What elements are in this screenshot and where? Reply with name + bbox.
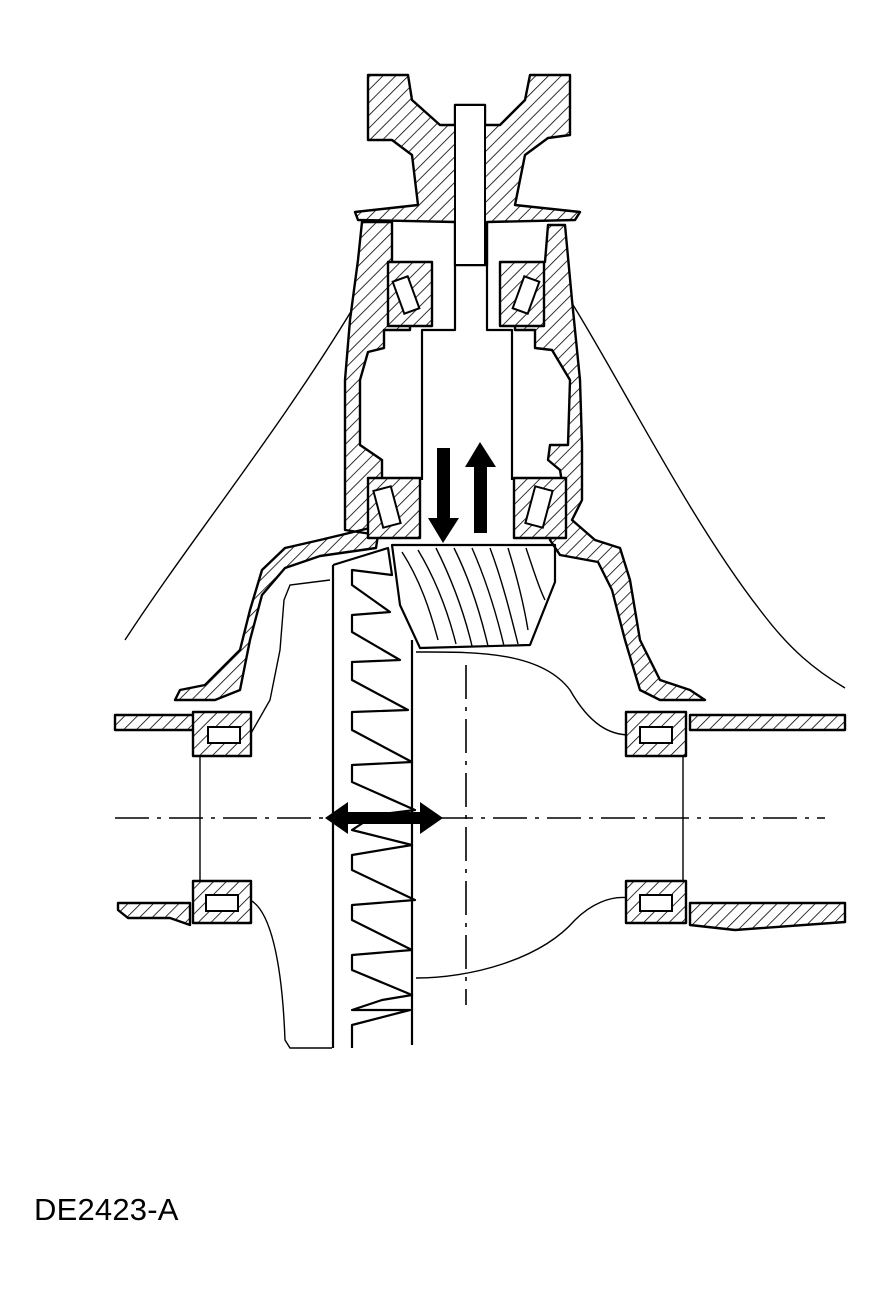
side-bearing-left-lower bbox=[191, 879, 253, 925]
carrier-housing-left-wall bbox=[173, 220, 412, 702]
side-bearing-right-upper bbox=[624, 710, 688, 758]
upper-pinion-bearing-left bbox=[386, 260, 434, 328]
side-bearing-left-upper bbox=[191, 710, 253, 758]
housing-left-outer-curve bbox=[124, 299, 359, 641]
right-axle-tube-lower bbox=[688, 901, 847, 932]
left-axle-tube-lower bbox=[116, 901, 192, 927]
figure-id-label: DE2423-A bbox=[34, 1192, 179, 1227]
upper-pinion-bearing-right bbox=[498, 260, 546, 328]
lower-pinion-bearing-right bbox=[512, 476, 568, 540]
carrier-housing-right-wall bbox=[513, 223, 707, 702]
pinion-gear-head bbox=[390, 543, 557, 650]
housing-right-outer-curve bbox=[569, 299, 846, 689]
differential-case-outline bbox=[249, 579, 631, 736]
pinion-gear-teeth bbox=[401, 547, 546, 647]
differential-case-lower-outline bbox=[249, 896, 631, 1049]
side-bearing-right-lower bbox=[624, 879, 688, 925]
pinion-axial-arrow-icon bbox=[428, 442, 496, 543]
lower-pinion-bearing-left bbox=[366, 476, 422, 540]
ring-gear-teeth bbox=[332, 546, 417, 1048]
pinion-shaft-bore bbox=[454, 104, 486, 266]
pinion-shaft bbox=[420, 265, 514, 480]
right-axle-tube-upper bbox=[688, 713, 847, 732]
left-axle-tube-upper bbox=[113, 713, 197, 732]
ring-gear-lateral-arrow-icon bbox=[325, 802, 443, 834]
